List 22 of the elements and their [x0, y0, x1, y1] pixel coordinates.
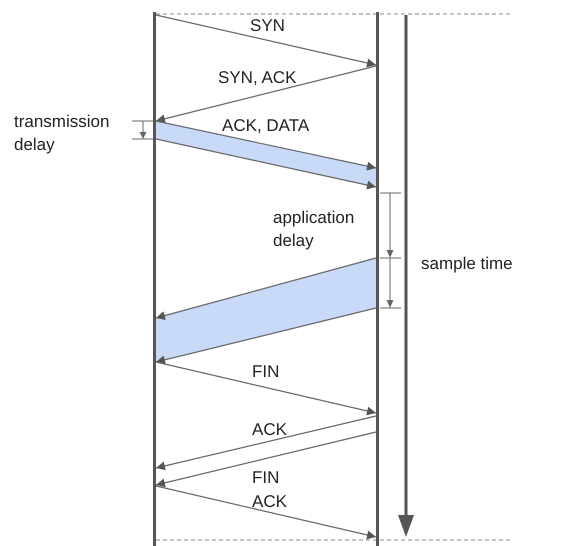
edge-label: SYN, ACK	[218, 68, 296, 88]
message-arrow	[156, 431, 376, 488]
message-arrow	[156, 257, 376, 320]
message-arrow	[156, 361, 376, 416]
edge-label: FIN	[252, 362, 280, 382]
edge-label: ACK	[252, 420, 287, 440]
edge-label: SYN	[250, 16, 285, 36]
annotation-text: transmission delay	[14, 111, 110, 156]
edge-label: ACK	[252, 492, 287, 512]
message-arrow	[156, 138, 376, 190]
edge-label: ACK, DATA	[222, 116, 310, 136]
message-arrow	[156, 65, 376, 124]
lifeline	[153, 12, 156, 546]
message-arrow	[156, 307, 376, 364]
edge-label: FIN	[252, 468, 280, 488]
message-arrow	[156, 415, 376, 470]
message-arrow	[156, 120, 376, 171]
message-arrow	[156, 14, 376, 68]
message-arrow	[156, 485, 376, 540]
lifeline	[376, 12, 379, 546]
annotation-text: sample time	[421, 253, 514, 275]
annotation-text: application delay	[273, 207, 356, 252]
